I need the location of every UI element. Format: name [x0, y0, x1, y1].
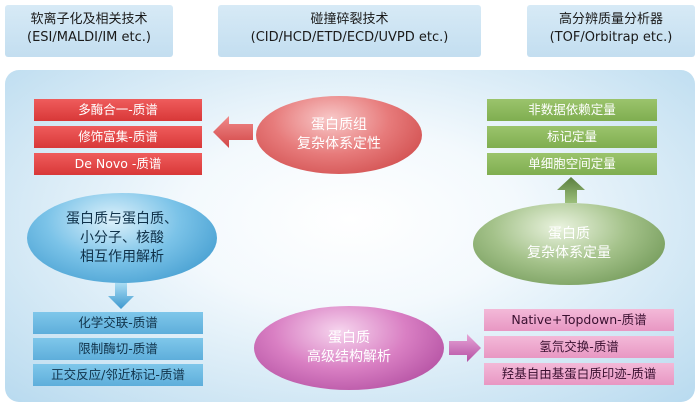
- header-soft-ionization-title: 软离子化及相关技术: [30, 12, 148, 27]
- quantitative-ellipse-line1: 蛋白质: [548, 226, 590, 242]
- quantitative-ellipse: 蛋白质 复杂体系定量: [473, 203, 665, 285]
- structure-ellipse-line1: 蛋白质: [328, 330, 370, 346]
- interaction-ellipse: 蛋白质与蛋白质、 小分子、核酸 相互作用解析: [27, 193, 217, 283]
- qualitative-ellipse: 蛋白质组 复杂体系定性: [256, 96, 422, 174]
- green-item-1: 非数据依赖定量: [487, 99, 657, 121]
- red-item-3: De Novo -质谱: [34, 153, 202, 175]
- blue-item-1: 化学交联-质谱: [33, 312, 203, 334]
- header-fragmentation: 碰撞碎裂技术 (CID/HCD/ETD/ECD/UVPD etc.): [218, 5, 481, 57]
- structure-ellipse: 蛋白质 高级结构解析: [254, 306, 444, 390]
- qualitative-ellipse-line1: 蛋白质组: [311, 117, 367, 133]
- structure-ellipse-line2: 高级结构解析: [307, 349, 391, 365]
- green-arrow-icon: [557, 177, 585, 203]
- blue-item-3: 正交反应/邻近标记-质谱: [33, 364, 203, 386]
- green-item-3: 单细胞空间定量: [487, 153, 657, 175]
- red-item-1: 多酶合一-质谱: [34, 99, 202, 121]
- header-fragmentation-subtitle: (CID/HCD/ETD/ECD/UVPD etc.): [250, 30, 449, 45]
- blue-item-2: 限制酶切-质谱: [33, 338, 203, 360]
- purple-arrow-icon: [449, 334, 481, 362]
- pink-item-3: 羟基自由基蛋白质印迹-质谱: [484, 363, 674, 385]
- header-mass-analyzer-subtitle: (TOF/Orbitrap etc.): [549, 30, 673, 45]
- interaction-ellipse-line3: 相互作用解析: [80, 248, 164, 265]
- red-arrow-icon: [213, 116, 253, 148]
- header-soft-ionization: 软离子化及相关技术 (ESI/MALDI/IM etc.): [5, 5, 173, 57]
- header-fragmentation-title: 碰撞碎裂技术: [310, 12, 389, 27]
- blue-arrow-icon: [108, 283, 134, 309]
- pink-item-2: 氢氘交换-质谱: [484, 336, 674, 358]
- quantitative-ellipse-line2: 复杂体系定量: [527, 245, 611, 261]
- red-item-2: 修饰富集-质谱: [34, 126, 202, 148]
- header-mass-analyzer-title: 高分辨质量分析器: [558, 12, 663, 27]
- interaction-ellipse-line2: 小分子、核酸: [80, 229, 164, 246]
- interaction-ellipse-line1: 蛋白质与蛋白质、: [66, 210, 178, 227]
- header-mass-analyzer: 高分辨质量分析器 (TOF/Orbitrap etc.): [527, 5, 695, 57]
- green-item-2: 标记定量: [487, 126, 657, 148]
- qualitative-ellipse-line2: 复杂体系定性: [297, 136, 381, 152]
- header-soft-ionization-subtitle: (ESI/MALDI/IM etc.): [27, 30, 151, 45]
- pink-item-1: Native+Topdown-质谱: [484, 309, 674, 331]
